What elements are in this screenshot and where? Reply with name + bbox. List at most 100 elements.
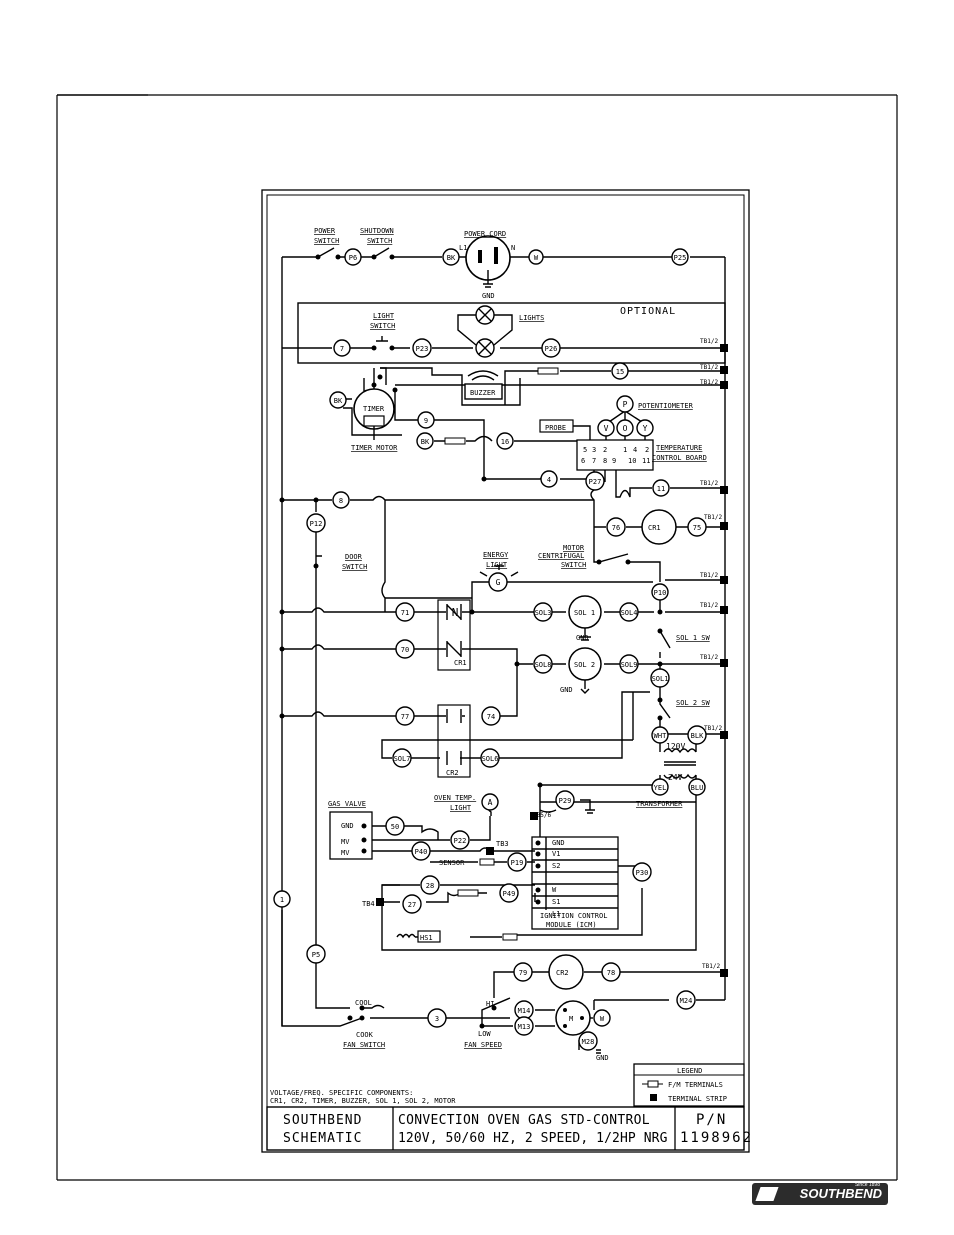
svg-text:SOL3: SOL3 <box>535 609 552 617</box>
svg-text:15: 15 <box>616 368 624 376</box>
svg-text:Y: Y <box>643 424 648 433</box>
svg-text:TB1/2: TB1/2 <box>702 963 720 970</box>
svg-text:TB1/2: TB1/2 <box>700 654 718 661</box>
svg-text:79: 79 <box>519 969 527 977</box>
svg-text:16: 16 <box>501 438 509 446</box>
svg-text:V: V <box>604 424 609 433</box>
svg-text:LIGHT: LIGHT <box>373 312 395 320</box>
svg-text:GND: GND <box>596 1054 609 1062</box>
svg-text:9: 9 <box>612 457 616 465</box>
svg-text:P6: P6 <box>349 254 357 262</box>
svg-text:SOL 1 SW: SOL 1 SW <box>676 634 711 642</box>
svg-text:S1: S1 <box>552 898 560 906</box>
svg-text:P10: P10 <box>654 589 667 597</box>
svg-text:TIMER MOTOR: TIMER MOTOR <box>351 444 398 452</box>
svg-text:TB1/2: TB1/2 <box>700 338 718 345</box>
svg-text:P23: P23 <box>416 345 429 353</box>
svg-text:M24: M24 <box>680 997 693 1005</box>
svg-text:SWITCH: SWITCH <box>370 322 395 330</box>
svg-text:77: 77 <box>401 713 409 721</box>
svg-text:CR2: CR2 <box>446 769 459 777</box>
svg-text:SWITCH: SWITCH <box>314 237 339 245</box>
svg-text:P5: P5 <box>312 951 320 959</box>
svg-text:LEGEND: LEGEND <box>677 1067 702 1075</box>
svg-text:TB1/2: TB1/2 <box>700 379 718 386</box>
svg-text:POTENTIOMETER: POTENTIOMETER <box>638 402 694 410</box>
svg-text:50: 50 <box>391 823 399 831</box>
svg-text:P29: P29 <box>559 797 572 805</box>
svg-text:S2: S2 <box>552 862 560 870</box>
svg-text:TRANSFORMER: TRANSFORMER <box>636 800 683 808</box>
svg-text:CR1: CR1 <box>648 524 661 532</box>
svg-text:MOTOR: MOTOR <box>563 544 585 552</box>
title-block: SOUTHBEND SCHEMATIC CONVECTION OVEN GAS … <box>266 1106 753 1151</box>
svg-text:ENERGY: ENERGY <box>483 551 509 559</box>
svg-text:CR2: CR2 <box>556 969 569 977</box>
svg-text:P12: P12 <box>310 520 323 528</box>
svg-text:CR1: CR1 <box>454 659 467 667</box>
cr2-contacts <box>437 704 471 778</box>
svg-text:GND: GND <box>341 822 354 830</box>
svg-text:W: W <box>600 1015 605 1023</box>
svg-text:7: 7 <box>340 345 344 353</box>
legend: LEGEND F/M TERMINALS TERMINAL STRIP <box>633 1063 745 1107</box>
svg-text:POWER: POWER <box>314 227 336 235</box>
svg-text:MV: MV <box>341 838 350 846</box>
svg-text:P26: P26 <box>545 345 558 353</box>
svg-text:CONVECTION OVEN GAS STD-CONTRO: CONVECTION OVEN GAS STD-CONTROL <box>398 1113 650 1128</box>
svg-text:5: 5 <box>583 446 587 454</box>
svg-text:BUZZER: BUZZER <box>470 389 496 397</box>
svg-text:SOL1: SOL1 <box>652 675 669 683</box>
svg-text:M: M <box>569 1015 573 1023</box>
svg-text:8: 8 <box>339 497 343 505</box>
svg-text:TB5/6: TB5/6 <box>533 812 551 819</box>
svg-text:11: 11 <box>657 485 665 493</box>
svg-text:1: 1 <box>280 896 284 904</box>
svg-text:N: N <box>511 244 515 252</box>
svg-text:GND: GND <box>482 292 495 300</box>
svg-text:W: W <box>534 254 539 262</box>
svg-text:BK: BK <box>421 438 430 446</box>
svg-text:SOL 1: SOL 1 <box>574 609 595 617</box>
svg-text:M14: M14 <box>518 1007 531 1015</box>
svg-text:SWITCH: SWITCH <box>561 561 586 569</box>
svg-text:1198962: 1198962 <box>680 1130 753 1146</box>
svg-text:7: 7 <box>592 457 596 465</box>
svg-text:GND: GND <box>576 634 589 642</box>
svg-text:TB1/2: TB1/2 <box>700 364 718 371</box>
svg-text:74: 74 <box>487 713 495 721</box>
gas-valve <box>329 811 373 860</box>
svg-text:GAS VALVE: GAS VALVE <box>328 800 366 808</box>
svg-text:HS1: HS1 <box>420 934 433 942</box>
svg-text:10: 10 <box>628 457 636 465</box>
svg-text:11: 11 <box>642 457 650 465</box>
svg-text:GND: GND <box>552 839 565 847</box>
notes-line-1: VOLTAGE/FREQ. SPECIFIC COMPONENTS: <box>270 1089 413 1097</box>
drawing-frame <box>261 189 750 1153</box>
svg-text:BLK: BLK <box>691 732 704 740</box>
svg-text:MV: MV <box>341 849 350 857</box>
svg-text:IGNITION CONTROL: IGNITION CONTROL <box>540 912 607 920</box>
svg-text:TB1/2: TB1/2 <box>704 725 722 732</box>
svg-text:LIGHTS: LIGHTS <box>519 314 544 322</box>
svg-text:SOL 2 SW: SOL 2 SW <box>676 699 711 707</box>
svg-text:9: 9 <box>424 417 428 425</box>
svg-text:OVEN TEMP.: OVEN TEMP. <box>434 794 476 802</box>
southbend-logo: Since 1898 SOUTHBEND <box>752 1182 888 1205</box>
svg-text:SCHEMATIC: SCHEMATIC <box>283 1131 362 1146</box>
svg-text:OPTIONAL: OPTIONAL <box>620 306 676 317</box>
svg-text:SOL8: SOL8 <box>535 661 552 669</box>
svg-text:71: 71 <box>401 609 409 617</box>
svg-text:P27: P27 <box>589 478 602 486</box>
timer <box>343 367 418 440</box>
svg-text:P: P <box>623 400 628 409</box>
svg-text:28: 28 <box>426 882 434 890</box>
svg-text:SOL4: SOL4 <box>621 609 638 617</box>
svg-text:CONTROL BOARD: CONTROL BOARD <box>652 454 707 462</box>
svg-text:6: 6 <box>581 457 585 465</box>
svg-text:COOL: COOL <box>355 999 372 1007</box>
svg-text:SWITCH: SWITCH <box>367 237 392 245</box>
svg-text:PROBE: PROBE <box>545 424 566 432</box>
svg-text:O: O <box>623 424 628 433</box>
